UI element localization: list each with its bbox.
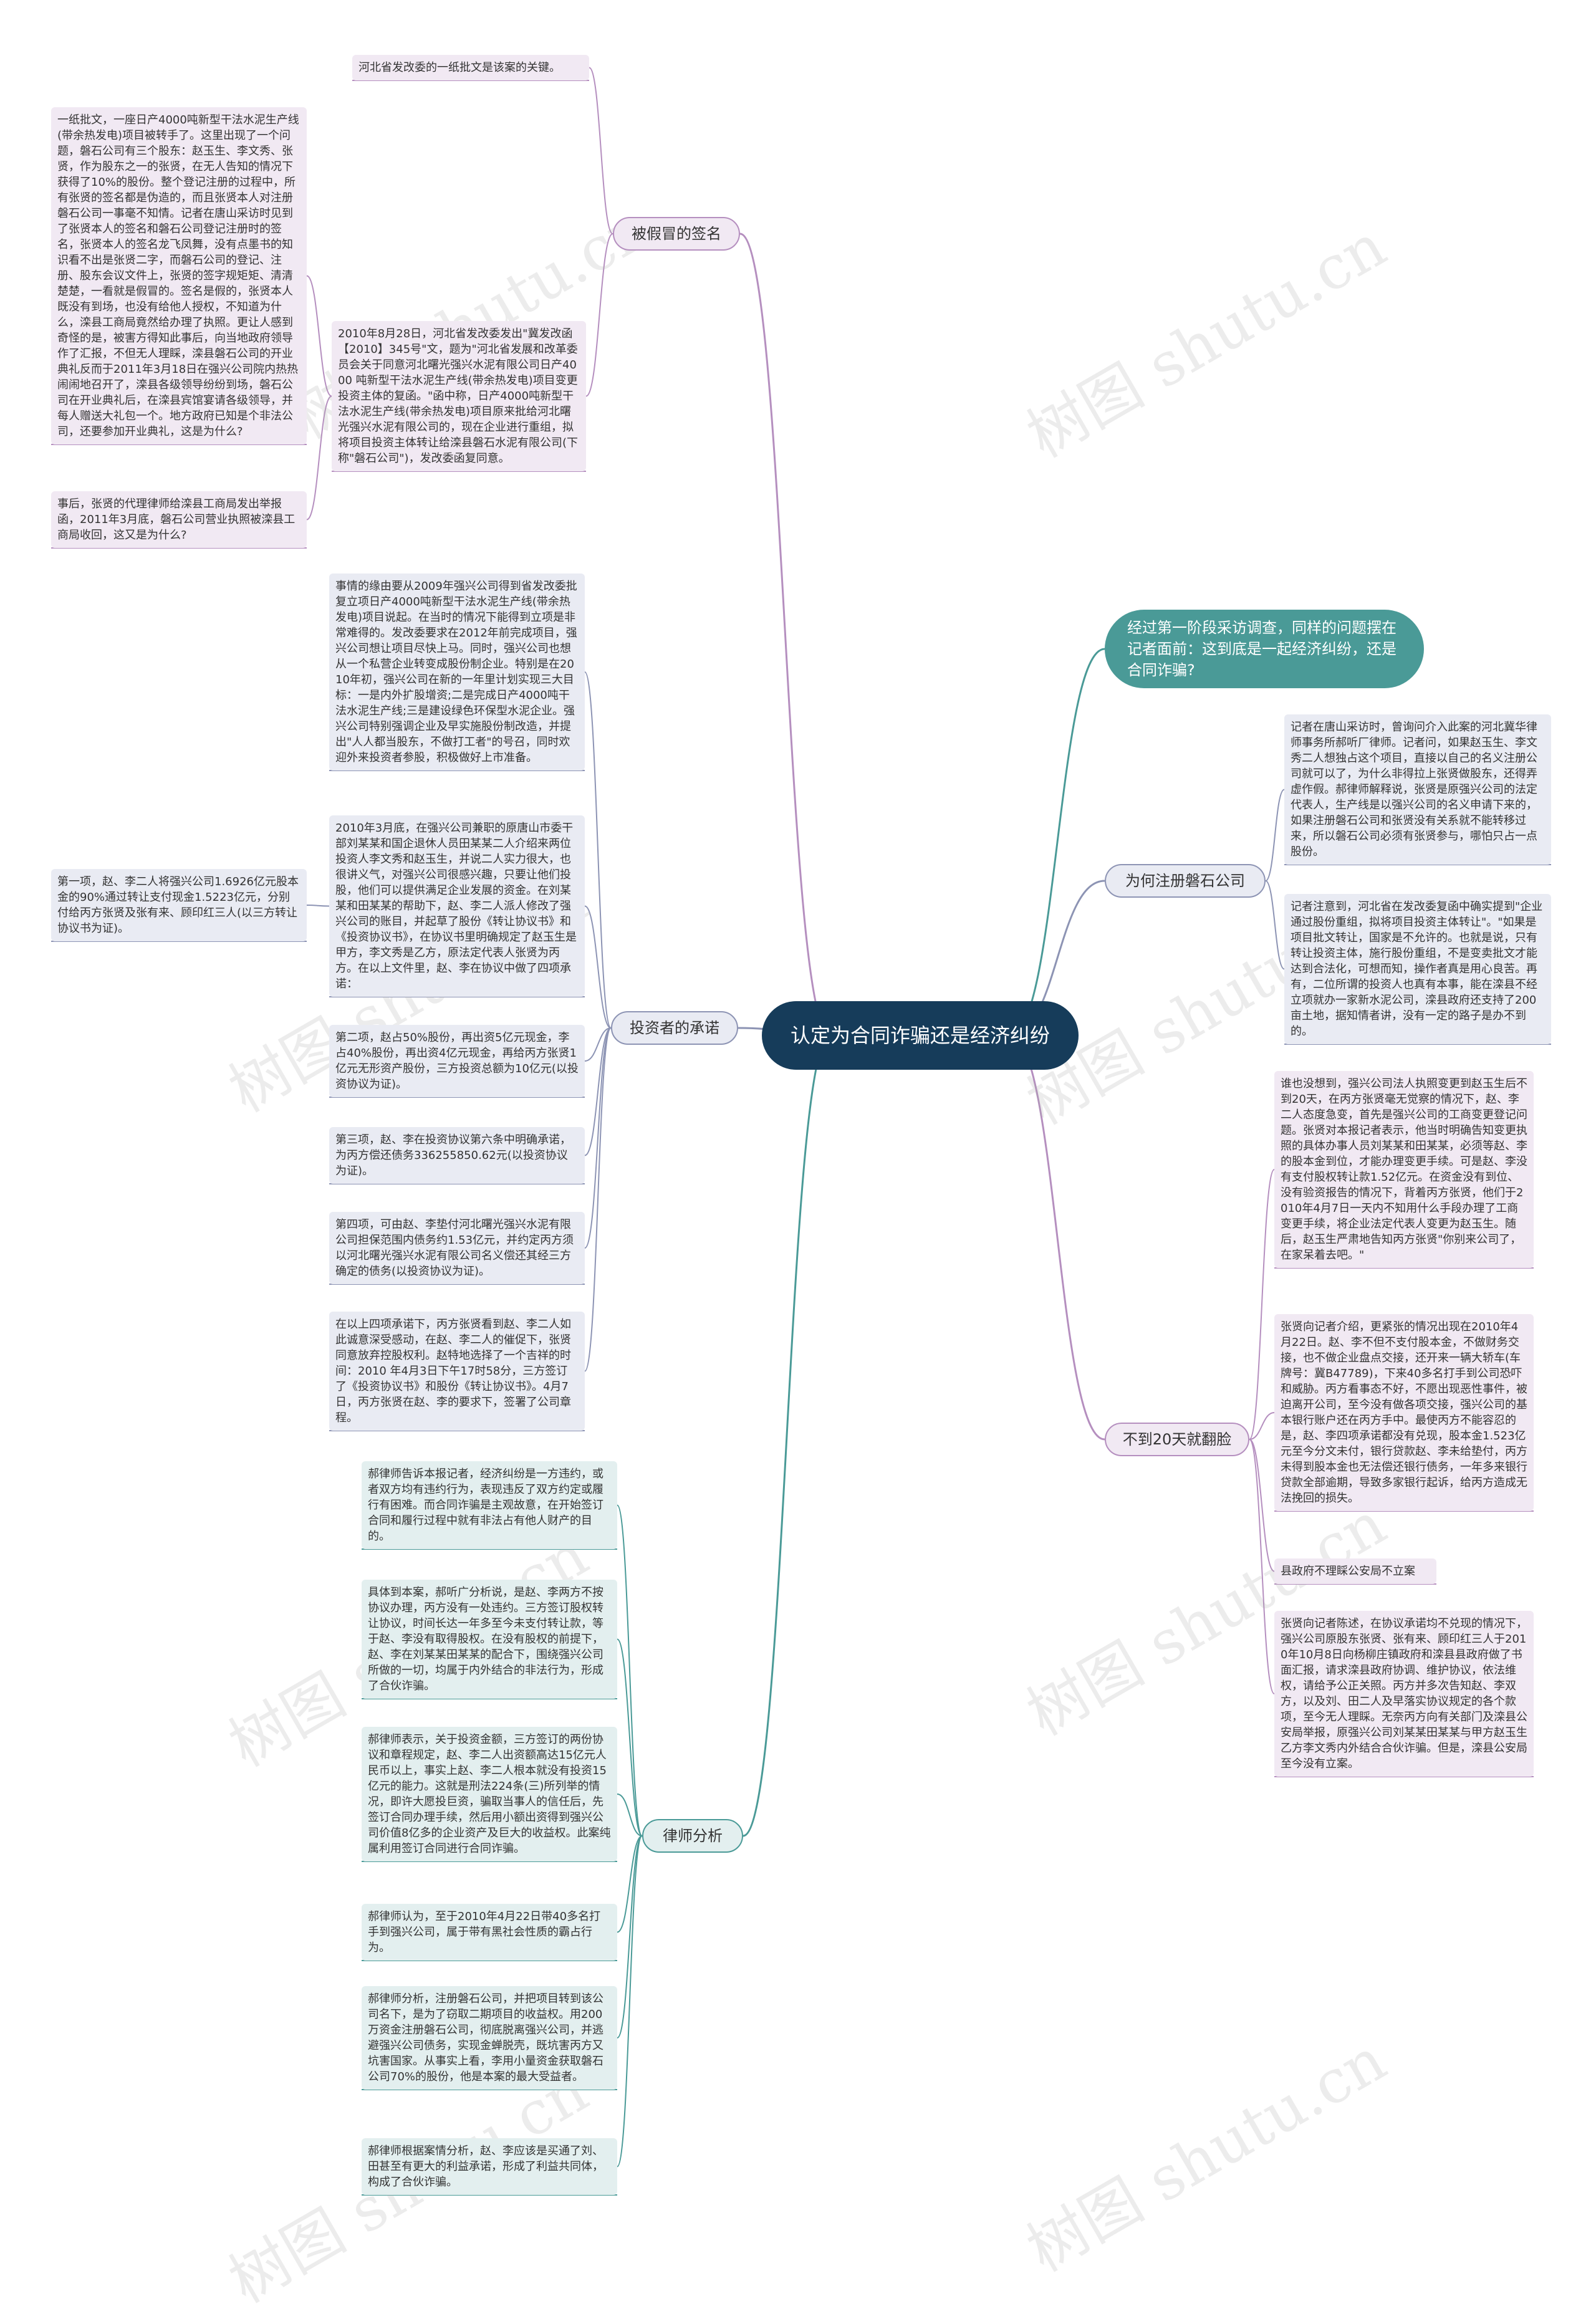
connector-line xyxy=(1009,1034,1105,1441)
leaf-investor-promise-2nd: 第二项，赵占50%股份，再出资5亿元现金，李占40%股份，再出资4亿元现金，再给… xyxy=(329,1025,585,1097)
connector-line xyxy=(1249,1439,1275,1694)
connector-line xyxy=(1249,1169,1275,1440)
branch-why-register-panshi[interactable]: 为何注册磐石公司 xyxy=(1105,864,1266,898)
leaf-lawyer-analysis-5: 郝律师分析，注册磐石公司，并把项目转到该公司名下，是为了窃取二期项目的收益权。用… xyxy=(362,1986,617,2090)
connector-line xyxy=(617,1504,643,1836)
leaf-investor-promise-3rd: 第三项，赵、李在投资协议第六条中明确承诺，为丙方偿还债务336255850.62… xyxy=(329,1127,585,1184)
leaf-lawyer-analysis-2: 具体到本案，郝听广分析说，是赵、李两方不按协议办理，丙方没有一处违约。三方签订股… xyxy=(362,1580,617,1699)
connector-line xyxy=(306,395,332,521)
connector-line xyxy=(739,233,831,1037)
connector-line xyxy=(1009,648,1105,1037)
leaf-turned-20-days-2: 张贤向记者介绍，更紧张的情况出现在2010年4月22日。赵、李不但不支付股本金，… xyxy=(1274,1314,1534,1511)
connector-line xyxy=(1249,1439,1275,1572)
leaf-investor-promise-4th: 第四项，可由赵、李垫付河北曙光强兴水泥有限公司担保范围内债务约1.53亿元，并约… xyxy=(329,1212,585,1284)
connector-line xyxy=(617,1638,643,1836)
leaf-fake-signature-4: 事后，张贤的代理律师给滦县工商局发出举报函，2011年3月底，磐石公司营业执照被… xyxy=(51,491,307,548)
leaf-lawyer-analysis-4: 郝律师认为，至于2010年4月22日带40多名打手到强兴公司，属于带有黑社会性质… xyxy=(362,1904,617,1961)
connector-line xyxy=(584,1027,612,1372)
leaf-lawyer-analysis-1: 郝律师告诉本报记者，经济纠纷是一方违约，或者双方均有违约行为，表现违反了双方约定… xyxy=(362,1461,617,1549)
leaf-why-register-1: 记者在唐山采访时，曾询问介入此案的河北冀华律师事务所郝听厂律师。记者问，如果赵玉… xyxy=(1284,714,1551,865)
connector-line xyxy=(584,1027,612,1062)
leaf-turned-20-days-1: 谁也没想到，强兴公司法人执照变更到赵玉生后不到20天，在丙方张贤毫无觉察的情况下… xyxy=(1274,1071,1534,1268)
connector-line xyxy=(617,1835,643,2038)
connector-line xyxy=(617,1793,643,1836)
leaf-investor-promise-1st: 第一项，赵、李二人将强兴公司1.6926亿元股本金的90%通过转让支付现金1.5… xyxy=(51,869,307,941)
connector-line xyxy=(743,1034,831,1837)
leaf-investor-promise-2: 2010年3月底，在强兴公司兼职的原唐山市委干部刘某某和国企退休人员田某某二人介… xyxy=(329,815,585,997)
branch-lawyer-analysis[interactable]: 律师分析 xyxy=(642,1819,743,1853)
connector-line xyxy=(617,1835,643,1933)
connector-line xyxy=(589,67,613,234)
branch-turned-within-20-days[interactable]: 不到20天就翻脸 xyxy=(1105,1423,1249,1456)
leaf-lawyer-analysis-3: 郝律师表示，关于投资金额，三方签订的两份协议和章程规定，赵、李二人出资额高达15… xyxy=(362,1727,617,1861)
connector-line xyxy=(584,905,612,1029)
connector-line xyxy=(584,1027,612,1156)
connector-line xyxy=(584,671,612,1029)
branch-fake-signature[interactable]: 被假冒的签名 xyxy=(613,217,740,251)
branch-intro-question[interactable]: 经过第一阶段采访调查，同样的问题摆在记者面前：这到底是一起经济纠纷，还是合同诈骗… xyxy=(1105,610,1424,688)
leaf-fake-signature-3: 一纸批文，一座日产4000吨新型干法水泥生产线(带余热发电)项目被转手了。这里出… xyxy=(51,107,307,444)
leaf-turned-20-days-3: 县政府不理睬公安局不立案 xyxy=(1274,1558,1436,1584)
connector-line xyxy=(617,1835,643,2168)
connector-line xyxy=(584,1027,612,1249)
connector-line xyxy=(1249,1412,1275,1440)
leaf-investor-promise-1: 事情的缘由要从2009年强兴公司得到省发改委批复立项日产4000吨新型干法水泥生… xyxy=(329,574,585,771)
leaf-lawyer-analysis-6: 郝律师根据案情分析，赵、李应该是买通了刘、田甚至有更大的利益承诺，形成了利益共同… xyxy=(362,2138,617,2195)
branch-investor-promise[interactable]: 投资者的承诺 xyxy=(611,1011,738,1045)
connector-line xyxy=(306,905,330,907)
connector-line xyxy=(306,275,332,397)
leaf-turned-20-days-4: 张贤向记者陈述，在协议承诺均不兑现的情况下，强兴公司原股东张贤、张有来、顾印红三… xyxy=(1274,1611,1534,1777)
leaf-fake-signature-1: 河北省发改委的一纸批文是该案的关键。 xyxy=(352,55,589,80)
leaf-why-register-2: 记者注意到，河北省在发改委复函中确实提到"企业通过股份重组，拟将项目投资主体转让… xyxy=(1284,894,1551,1044)
leaf-investor-promise-signing: 在以上四项承诺下，丙方张贤看到赵、李二人如此诚意深受感动，在赵、李二人的催促下，… xyxy=(329,1312,585,1431)
connector-line xyxy=(1265,789,1285,881)
connector-line xyxy=(585,233,613,397)
leaf-fake-signature-2: 2010年8月28日，河北省发改委发出"冀发改函【2010】345号"文，题为"… xyxy=(332,321,586,471)
connector-line xyxy=(1265,880,1285,970)
root-node[interactable]: 认定为合同诈骗还是经济纠纷 xyxy=(762,1001,1079,1070)
